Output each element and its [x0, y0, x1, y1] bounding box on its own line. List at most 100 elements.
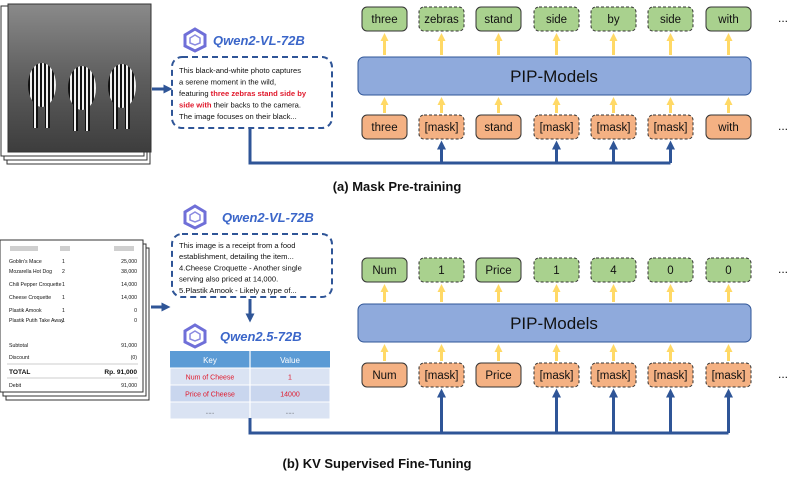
input-token-text: [mask]	[540, 370, 574, 382]
description-segment: their backs to the camera.	[212, 101, 301, 110]
output-token-text: three	[371, 14, 397, 26]
description-line: featuring three zebras stand side by	[179, 89, 307, 98]
qwen-logo-icon	[183, 27, 207, 53]
description-box	[171, 56, 333, 129]
output-token-text: Num	[372, 265, 396, 277]
kv-connector-arrows	[248, 388, 733, 435]
description-text: This black-and-white photo captures a ser…	[179, 66, 307, 121]
output-token-text: stand	[484, 14, 512, 26]
output-token-box	[705, 257, 752, 283]
receipt-summary-label: Discount	[9, 355, 30, 361]
receipt-summary-value: 91,000	[121, 343, 137, 349]
kv-cell: ......	[206, 410, 215, 416]
receipt-item-name: Chili Pepper Croquette	[9, 282, 62, 288]
receipt-summary-value: (0)	[131, 355, 138, 361]
input-token-box	[475, 362, 522, 388]
input-token-text: [mask]	[654, 122, 688, 134]
receipt-item-name: Plastik Putih Take Away	[9, 318, 64, 324]
input-token-box	[705, 362, 752, 388]
receipt-item-qty: 1	[62, 295, 65, 301]
description-line: The image focuses on their black...	[179, 112, 297, 121]
receipt-summary-value: Rp. 91,000	[104, 369, 137, 376]
kv-cell: 14000	[280, 392, 300, 399]
input-token-text: [mask]	[425, 370, 459, 382]
input-token-box	[418, 362, 465, 388]
input-token-text: with	[717, 122, 738, 134]
pip-models-block-b	[357, 303, 752, 343]
receipt-item-qty: 1	[62, 259, 65, 265]
receipt-item-name: Mozarella Hot Dog	[9, 269, 52, 275]
output-token-box	[705, 6, 752, 32]
output-token-text: 1	[438, 265, 444, 277]
zebra-photo-stack	[0, 3, 152, 165]
input-token-text: [mask]	[597, 122, 631, 134]
ellipsis-output: ...	[778, 11, 788, 25]
receipt-description-box	[171, 233, 333, 298]
description-line: a serene moment in the wild,	[179, 78, 276, 87]
receipt-item-qty: 1	[62, 308, 65, 314]
receipt-item-price: 25,000	[121, 259, 137, 265]
receipt-item-price: 14,000	[121, 295, 137, 301]
highlighted-phrase: three zebras stand side by	[211, 89, 307, 98]
output-token-text: zebras	[424, 14, 459, 26]
input-token-box	[361, 114, 408, 140]
highlighted-phrase: side with	[179, 101, 212, 110]
input-token-text: Price	[485, 370, 511, 382]
pip-models-block	[357, 56, 752, 96]
ellipsis-input: ...	[778, 367, 788, 381]
kv-cell: ......	[286, 410, 295, 416]
output-token-text: side	[660, 14, 681, 26]
mask-connector-arrows	[248, 129, 675, 165]
description-line: This image is a receipt from a food	[179, 241, 296, 250]
model-label-qwen2vl: Qwen2-VL-72B	[213, 33, 305, 48]
output-token-text: side	[546, 14, 567, 26]
model-label-qwen25: Qwen2.5-72B	[220, 329, 302, 344]
output-token-box	[647, 257, 694, 283]
zebra-photo	[7, 3, 152, 153]
description-line: establishment, detailing the item...	[179, 252, 294, 261]
input-token-box	[533, 362, 580, 388]
input-token-text: [mask]	[597, 370, 631, 382]
kv-cell: 1	[288, 375, 292, 382]
output-token-text: 1	[553, 265, 559, 277]
description-line: This black-and-white photo captures	[179, 66, 301, 75]
input-token-text: [mask]	[654, 370, 688, 382]
output-token-box	[361, 257, 408, 283]
output-token-text: by	[607, 14, 619, 26]
model-label-qwen2vl-b: Qwen2-VL-72B	[222, 210, 314, 225]
kv-cell: Price of Cheese	[185, 392, 235, 399]
input-token-box	[647, 114, 694, 140]
output-token-box	[418, 257, 465, 283]
receipt-summary-label: Subtotal	[9, 343, 28, 349]
input-token-box	[418, 114, 465, 140]
receipt-item-price: 14,000	[121, 282, 137, 288]
input-token-text: [mask]	[540, 122, 574, 134]
qwen-logo-icon	[183, 323, 207, 349]
output-token-box	[475, 6, 522, 32]
input-token-box	[361, 362, 408, 388]
output-token-box	[533, 6, 580, 32]
qwen-logo-icon	[183, 204, 207, 230]
receipt-item-name: Plastik Amook	[9, 308, 42, 314]
receipt-item-qty: 1	[62, 282, 65, 288]
description-segment: a serene moment in the wild,	[179, 78, 276, 87]
input-token-box	[590, 362, 637, 388]
receipt-summary-value: 91,000	[121, 383, 137, 389]
output-token-box	[590, 257, 637, 283]
output-token-box	[647, 6, 694, 32]
receipt-item-price: 0	[134, 308, 137, 314]
caption-mask-pretraining: (a) Mask Pre-training	[333, 179, 462, 194]
ellipsis-input: ...	[778, 119, 788, 133]
input-token-box	[590, 114, 637, 140]
receipt-description-text: This image is a receipt from a food estab…	[179, 241, 302, 295]
receipt-item-price: 0	[134, 318, 137, 324]
output-token-box	[533, 257, 580, 283]
output-token-box	[475, 257, 522, 283]
input-token-box	[475, 114, 522, 140]
output-token-text: Price	[485, 265, 511, 277]
input-token-box	[705, 114, 752, 140]
kv-header-cell: Key	[203, 356, 217, 365]
